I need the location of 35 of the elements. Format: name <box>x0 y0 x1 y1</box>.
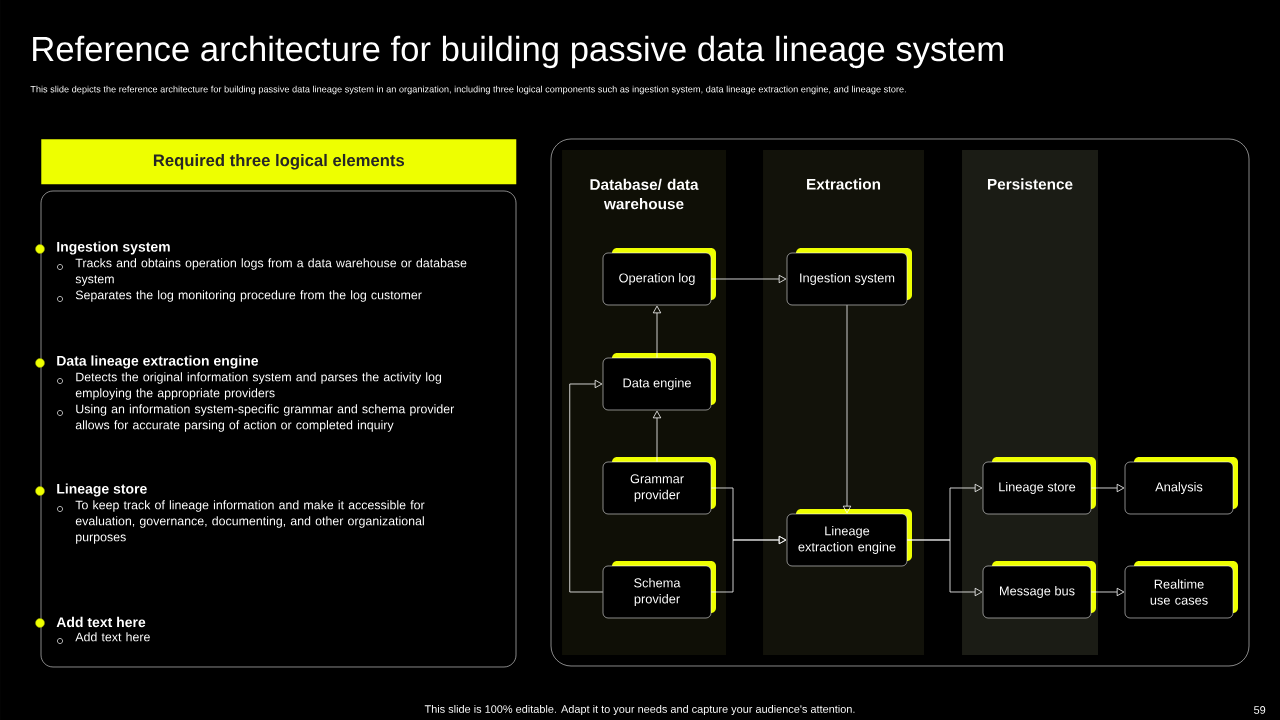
bullet-text: To keep track of lineage information and make it accessible for evaluation, governance, documenting, and other organizational purposes <box>75 500 425 544</box>
arrow <box>652 410 662 463</box>
process-box: Lineage extraction engine <box>786 509 912 567</box>
bullet-text: Using an information system-specific grammar and schema provider allows for accurate parsing of action or completed inquiry <box>75 404 455 432</box>
page-number: 59 <box>1254 706 1266 714</box>
item-heading: Data lineage extraction engine <box>57 355 259 369</box>
bullet-text: Tracks and obtains operation logs from a data warehouse or database system <box>75 258 467 286</box>
process-box: Analysis <box>1124 457 1238 515</box>
process-box: Message bus <box>982 561 1096 619</box>
arrow <box>710 535 787 593</box>
process-box: Realtime use cases <box>1124 561 1238 619</box>
process-box: Ingestion system <box>786 248 912 306</box>
arrow <box>1090 587 1125 597</box>
subtitle-text: This slide depicts the reference architecture for building passive data lineage system in an organization, including three logical components such as ingestion system, data lineage extraction engine, and lineage store. <box>30 85 906 95</box>
arrow <box>652 305 662 359</box>
arrow <box>842 304 852 514</box>
bullet-text: Add text here <box>75 632 150 642</box>
item-heading: Ingestion system <box>57 241 170 255</box>
process-box: Schema provider <box>602 561 716 619</box>
footer-text: This slide is 100% editable. Adapt it to your needs and capture your audience's attention. <box>424 704 855 716</box>
diagram-panel <box>550 138 1250 667</box>
item-heading: Lineage store <box>57 483 147 497</box>
header-band: Required three logical elements <box>41 139 517 185</box>
item-heading: Add text here <box>56 616 146 628</box>
process-box: Data engine <box>602 353 716 411</box>
bullet-text: Detects the original information system and parses the activity log employing the appropriate providers <box>75 372 442 400</box>
arrow <box>1090 483 1125 493</box>
arrow <box>569 379 604 593</box>
arrow <box>906 539 983 597</box>
process-box: Grammar provider <box>602 457 716 515</box>
process-box: Operation log <box>602 248 716 306</box>
bullet-text: Separates the log monitoring procedure from the log customer <box>75 290 422 302</box>
slide-title: Reference architecture for building passive data lineage system <box>33 35 1003 69</box>
arrow <box>710 274 787 284</box>
process-box: Lineage store <box>982 457 1096 515</box>
